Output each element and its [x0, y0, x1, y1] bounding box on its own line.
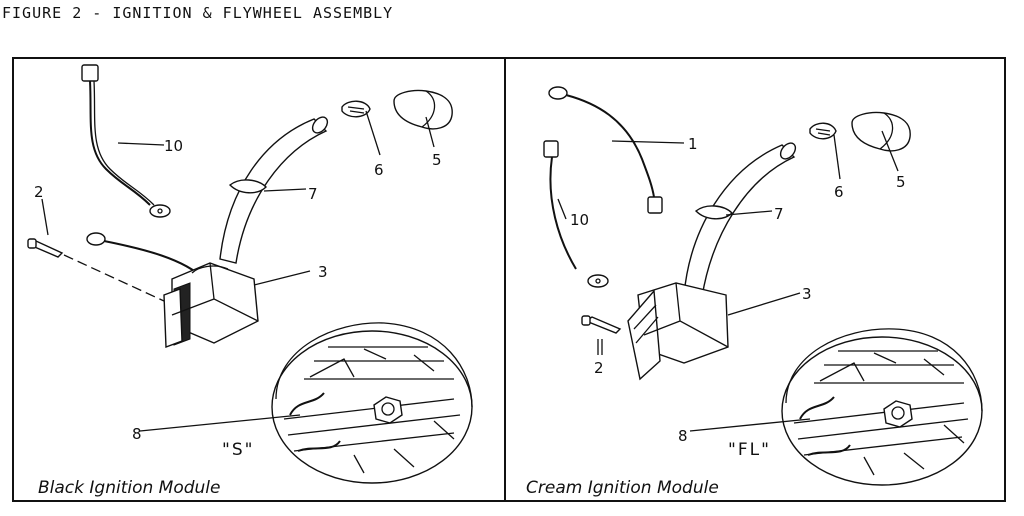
spring-clip-6 [341, 100, 371, 118]
callout-5: 5 [432, 151, 442, 169]
flywheel-mark: "S" [222, 440, 254, 460]
callout-3: 3 [318, 263, 328, 281]
callout-1: 1 [688, 135, 698, 153]
cream-module-panel: 1 10 7 6 5 3 2 8 "FL" Cream Ignition Mod… [504, 57, 1006, 502]
high-tension-lead [683, 142, 797, 298]
leader-lines [557, 130, 899, 432]
figure-title: FIGURE 2 - IGNITION & FLYWHEEL ASSEMBLY [2, 4, 394, 22]
callout-10: 10 [164, 137, 183, 155]
panel-caption: Cream Ignition Module [526, 478, 719, 498]
callout-6: 6 [374, 161, 384, 179]
callout-5: 5 [896, 173, 906, 191]
callout-7: 7 [774, 205, 784, 223]
panel-caption: Black Ignition Module [38, 478, 221, 498]
high-tension-lead [219, 116, 329, 264]
mounting-screw-2 [27, 238, 165, 302]
ignition-module-3 [163, 262, 259, 348]
flywheel-mark: "FL" [728, 440, 771, 460]
callout-7: 7 [308, 185, 318, 203]
ignition-module-3 [627, 282, 729, 381]
flywheel-8 [781, 328, 983, 486]
callout-3: 3 [802, 285, 812, 303]
ground-wire-10 [81, 64, 171, 218]
spark-plug-boot-5 [393, 89, 453, 130]
spring-clip-6 [809, 122, 837, 140]
callout-2: 2 [594, 359, 604, 377]
callout-10: 10 [570, 211, 589, 229]
callout-8: 8 [678, 427, 688, 445]
callout-2: 2 [34, 183, 44, 201]
callout-6: 6 [834, 183, 844, 201]
callout-8: 8 [132, 425, 142, 443]
spark-plug-boot-5 [851, 111, 911, 152]
flywheel-8 [271, 322, 473, 484]
ground-wire-10 [543, 140, 609, 288]
cream-module-exploded-view: 1 10 7 6 5 3 2 8 "FL" [543, 86, 983, 486]
leader-lines [41, 110, 435, 432]
black-module-exploded-view: 10 2 7 3 6 5 8 "S" [27, 64, 473, 484]
black-module-panel: 10 2 7 3 6 5 8 "S" Black Ignition Module [12, 57, 506, 502]
stop-wire-1 [548, 86, 663, 214]
mounting-screw-2 [581, 315, 622, 355]
